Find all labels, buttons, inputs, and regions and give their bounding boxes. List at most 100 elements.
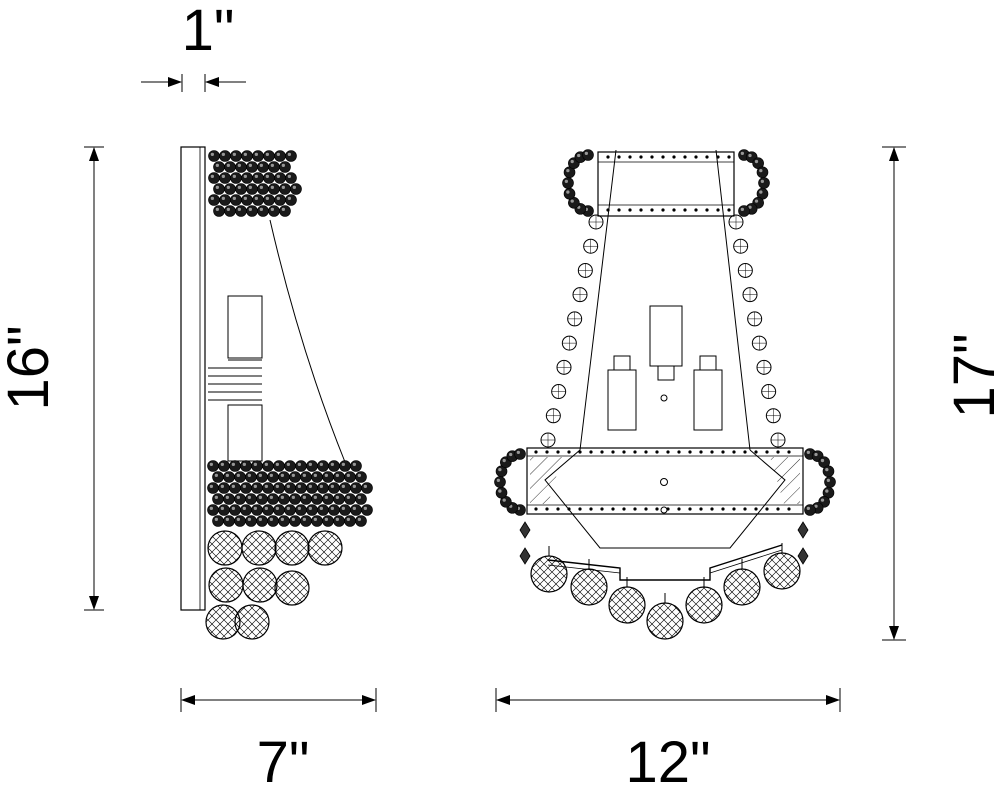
- bead: [213, 183, 225, 195]
- bead: [267, 471, 279, 483]
- bead-highlight: [281, 163, 285, 168]
- bead-highlight: [748, 205, 752, 209]
- bead-highlight: [270, 207, 274, 212]
- chain-facet: [761, 384, 776, 399]
- bead: [234, 515, 246, 527]
- bead-highlight: [210, 174, 215, 179]
- bead-highlight: [319, 506, 323, 510]
- bead-highlight: [286, 506, 290, 510]
- rivet: [611, 450, 615, 454]
- chain-facet: [551, 384, 566, 399]
- bead: [738, 205, 750, 217]
- chain-facet: [743, 287, 757, 302]
- rivet: [688, 507, 692, 511]
- bead: [361, 504, 373, 516]
- bead-highlight: [264, 484, 268, 488]
- bead-highlight: [826, 478, 830, 482]
- bead: [252, 172, 264, 184]
- bead: [219, 172, 231, 184]
- chain-facet: [562, 336, 577, 351]
- bead: [246, 205, 258, 217]
- bead-highlight: [258, 517, 262, 521]
- side-frame-curve: [269, 219, 346, 463]
- rivet: [606, 155, 610, 159]
- bead-highlight: [502, 458, 506, 463]
- bead: [822, 465, 835, 478]
- bead: [355, 515, 367, 527]
- bead: [219, 194, 231, 206]
- bead: [274, 172, 286, 184]
- bead: [278, 515, 290, 527]
- crystal-ball: [685, 586, 723, 624]
- bead: [824, 476, 836, 488]
- bead: [563, 187, 576, 200]
- bead: [300, 493, 312, 505]
- bead: [350, 504, 362, 516]
- bead: [278, 493, 290, 505]
- bead: [344, 471, 356, 483]
- bead: [279, 183, 291, 195]
- bead: [494, 476, 506, 488]
- bead-highlight: [280, 473, 284, 477]
- bead: [268, 161, 280, 173]
- rivet: [699, 507, 703, 511]
- bead-highlight: [357, 473, 361, 477]
- rivet: [611, 507, 615, 511]
- width-front-label: 12": [625, 730, 710, 792]
- bead-highlight: [221, 174, 226, 179]
- rivet: [672, 155, 676, 159]
- bead-highlight: [324, 517, 328, 521]
- chain-facet: [541, 433, 555, 447]
- bead-highlight: [259, 163, 263, 168]
- bead-highlight: [346, 517, 350, 521]
- bead: [333, 493, 345, 505]
- bead: [350, 482, 362, 494]
- bead: [317, 504, 329, 516]
- chain-facet: [546, 408, 561, 423]
- crystal-ball: [608, 586, 646, 624]
- bead-highlight: [352, 462, 356, 466]
- rivet: [710, 450, 714, 454]
- bead-highlight: [324, 495, 328, 499]
- bead-highlight: [220, 506, 225, 510]
- bead: [207, 460, 219, 472]
- bead-highlight: [242, 506, 247, 510]
- bead-highlight: [248, 185, 253, 190]
- rivet: [743, 507, 747, 511]
- crystal-ball: [207, 530, 243, 566]
- bead-highlight: [806, 450, 810, 454]
- bead-highlight: [760, 179, 764, 184]
- front-cone-frame: [579, 149, 751, 451]
- bead-highlight: [287, 196, 291, 201]
- rivet: [545, 450, 549, 454]
- bead: [207, 482, 219, 494]
- dimension-height-front: 17": [882, 146, 1000, 641]
- rivet: [534, 507, 538, 511]
- bead-highlight: [297, 462, 301, 466]
- rivet: [705, 208, 709, 212]
- rivet: [655, 450, 659, 454]
- bead: [274, 194, 286, 206]
- bead-highlight: [226, 207, 231, 212]
- bead: [278, 471, 290, 483]
- rivet: [677, 450, 681, 454]
- bead: [262, 460, 274, 472]
- bead-highlight: [319, 484, 323, 488]
- crystal-ball: [530, 555, 568, 593]
- bead: [263, 150, 275, 162]
- bead-highlight: [363, 506, 367, 510]
- bead-highlight: [258, 495, 262, 499]
- bead: [279, 205, 291, 217]
- bead: [213, 161, 225, 173]
- bead-highlight: [509, 452, 513, 457]
- bead-highlight: [281, 185, 285, 190]
- bead-highlight: [215, 207, 220, 212]
- bead-highlight: [302, 473, 306, 477]
- bead: [317, 482, 329, 494]
- bead-highlight: [276, 152, 280, 157]
- bead: [284, 482, 296, 494]
- rivet: [765, 450, 769, 454]
- bead-highlight: [352, 484, 356, 488]
- bead: [263, 194, 275, 206]
- bead-highlight: [341, 484, 345, 488]
